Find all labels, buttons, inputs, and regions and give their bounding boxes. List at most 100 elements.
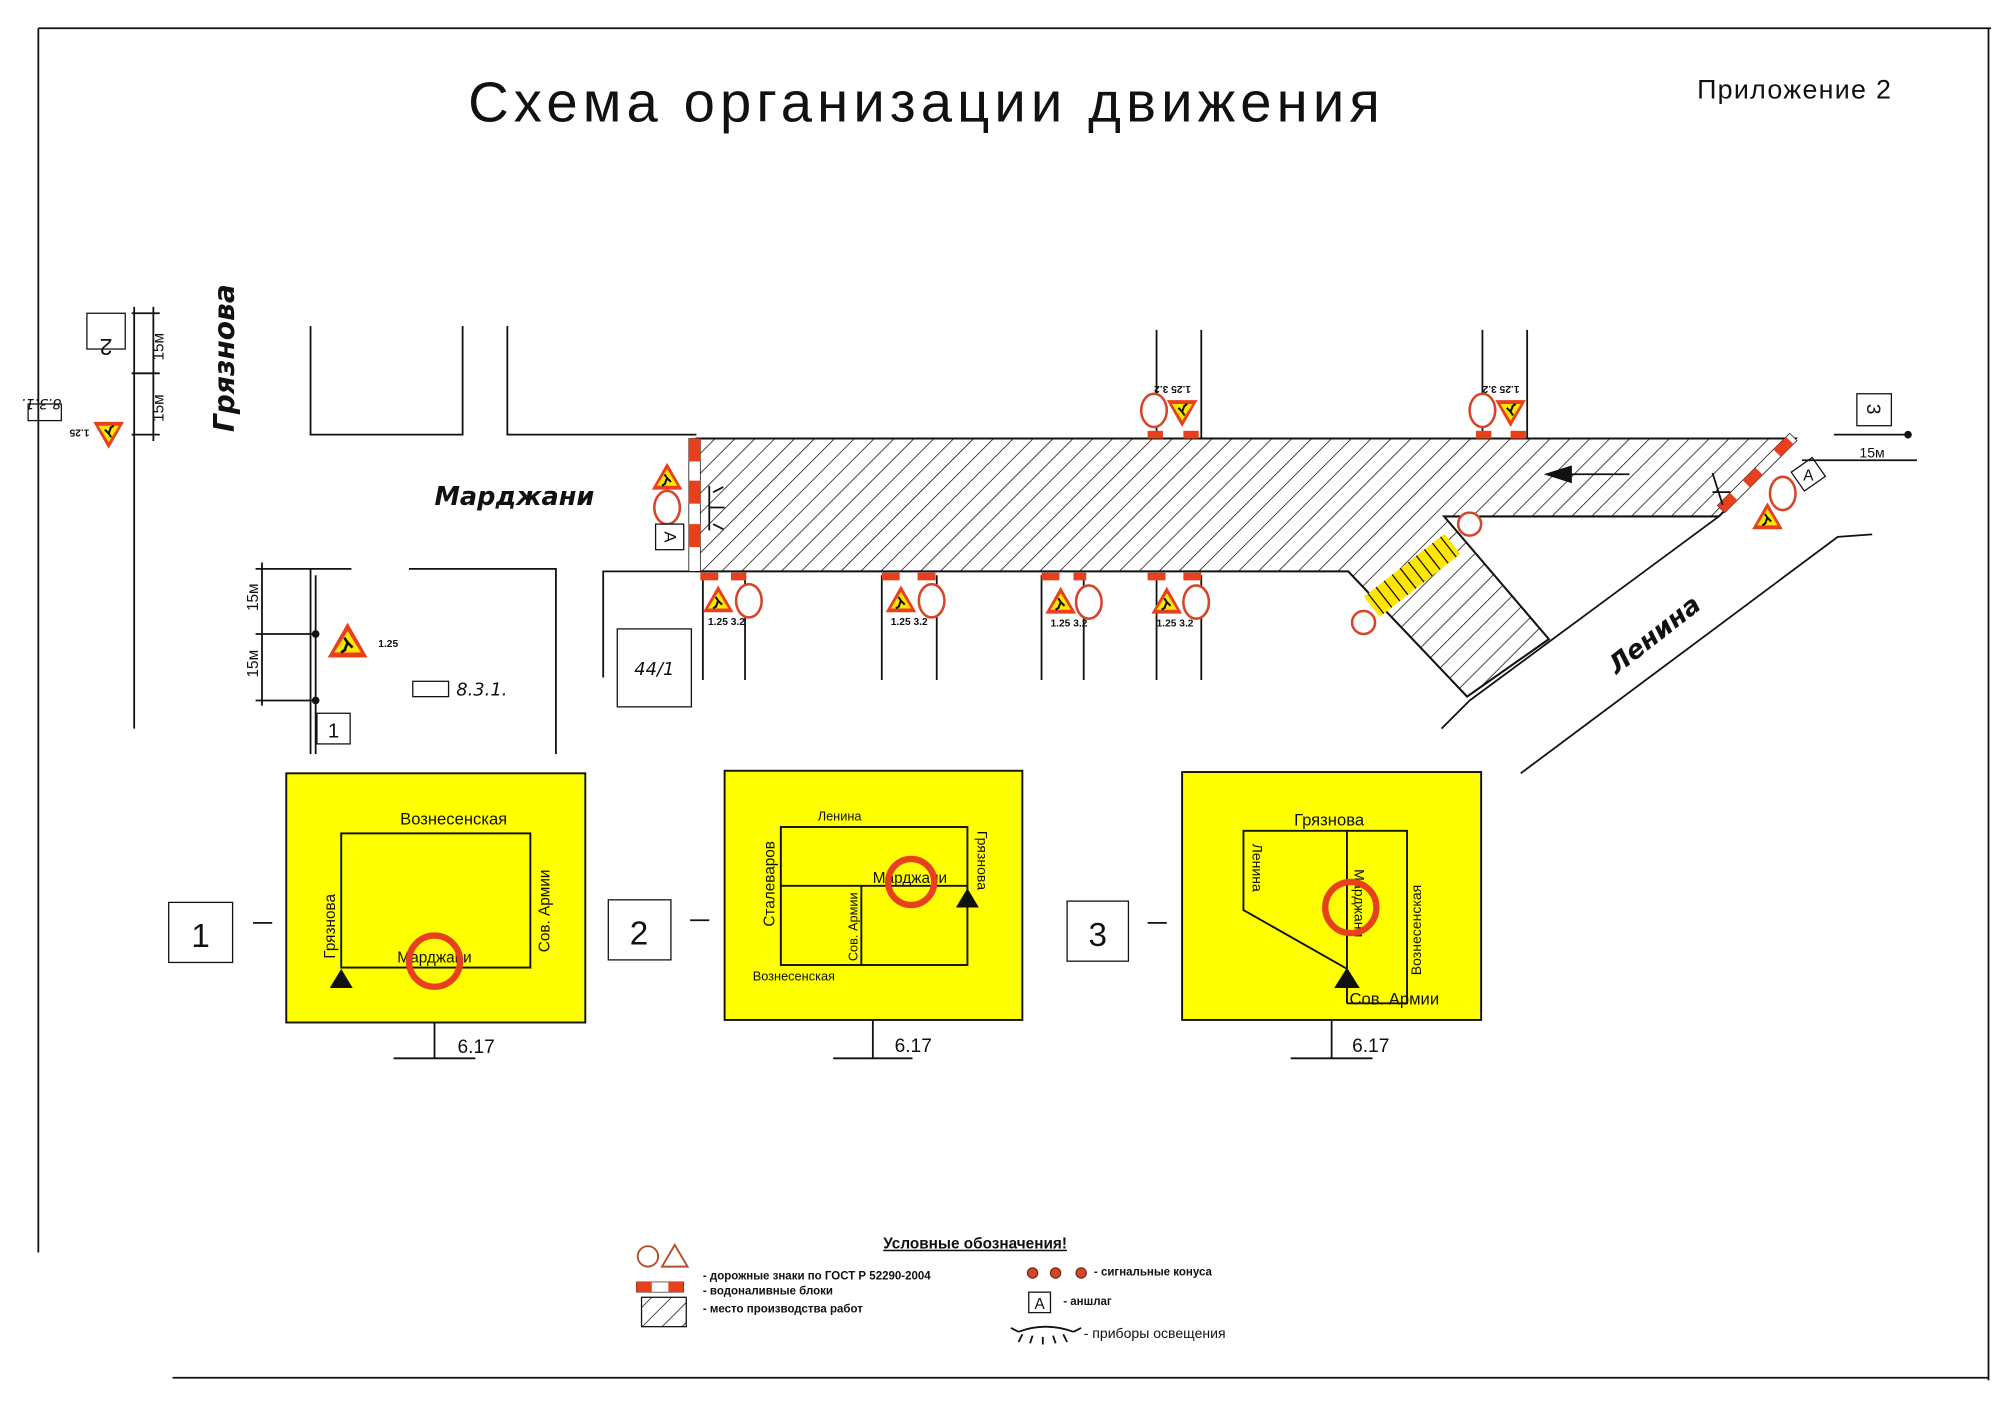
traffic-direction-arrow-icon xyxy=(1543,465,1630,484)
detour-sign-2: 2 Ленина Сталеваров Марджани Сов. Армии … xyxy=(607,769,1024,1060)
legend-label: - приборы освещения xyxy=(1084,1325,1226,1341)
sign-code: 6.17 xyxy=(895,1036,932,1057)
sign-code: 6.17 xyxy=(458,1037,495,1058)
direction-plate-label: 8.3.1. xyxy=(21,395,61,411)
street-label: Сталеваров xyxy=(761,841,778,927)
triangle-sign-icon xyxy=(660,1242,690,1268)
street-label: Ленина xyxy=(1249,844,1265,892)
pedestrian-crossing xyxy=(1363,533,1461,617)
sign-code-label: 1.25 3.2 xyxy=(1050,618,1087,629)
dimension-label: 15м xyxy=(245,583,262,611)
closed-section-ring-icon xyxy=(405,932,464,990)
legend-label: - сигнальные конуса xyxy=(1094,1267,1213,1279)
dimension-label: 15м xyxy=(245,650,262,678)
street-name-gryaznova: Грязнова xyxy=(208,284,241,432)
detour-number: 3 xyxy=(1089,917,1107,954)
dimension-label: 15м xyxy=(151,394,168,422)
building-number: 44/1 xyxy=(634,659,674,680)
location-marker-1-label: 1 xyxy=(328,720,339,743)
location-triangle-icon xyxy=(1334,967,1360,989)
street-label: Ленина xyxy=(818,809,863,824)
sign-code: 6.17 xyxy=(1352,1036,1389,1057)
location-marker-3-label: 3 xyxy=(1862,404,1883,415)
lighting-device-icon xyxy=(1711,472,1731,506)
water-block-icon xyxy=(636,1281,685,1293)
signal-cones-icon xyxy=(1026,1267,1087,1279)
street-name-lenina: Ленина xyxy=(1602,590,1707,681)
closed-section-ring-icon xyxy=(884,855,938,909)
location-triangle-icon xyxy=(955,888,979,908)
road-works-sign-icon xyxy=(884,584,918,614)
legend-label: - дорожные знаки по ГОСТ Р 52290-2004 xyxy=(703,1270,931,1282)
anchor-symbol: A xyxy=(1034,1296,1045,1313)
road-works-sign-icon xyxy=(701,584,735,614)
location-marker-1-map xyxy=(316,712,351,745)
anchor-label: A xyxy=(661,531,680,543)
road-works-sign-icon xyxy=(326,621,369,659)
lighting-device-icon xyxy=(1010,1325,1082,1345)
page-frame xyxy=(37,27,1992,1381)
street-label: Грязнова xyxy=(975,831,991,890)
no-entry-sign-icon xyxy=(1074,584,1103,620)
round-sign-icon xyxy=(636,1245,660,1268)
appendix-label: Приложение 2 xyxy=(1697,75,1892,105)
sign-code-label: 1.25 3.2 xyxy=(1482,383,1519,394)
street-label: Сов. Армии xyxy=(537,870,554,953)
page-title: Схема организации движения xyxy=(468,71,1385,134)
no-entry-sign-icon xyxy=(1768,475,1797,512)
direction-plate-icon xyxy=(412,680,450,698)
sign-code-label: 1.25 3.2 xyxy=(708,617,745,628)
direction-plate-icon xyxy=(27,403,62,422)
legend: Условные обозначения! - дорожные знаки п… xyxy=(636,1236,1226,1345)
road-works-sign-icon xyxy=(1494,399,1527,429)
sign-code-label: 1.25 3.2 xyxy=(1154,383,1191,394)
no-entry-sign-icon xyxy=(1182,584,1211,620)
sign-code-label: 1.25 xyxy=(69,427,89,438)
detour-number: 2 xyxy=(630,916,648,953)
sign-pairs-south: 1.25 3.2 1.25 3.2 1.25 3.2 1.25 3.2 xyxy=(701,582,1211,629)
detour-number: 1 xyxy=(191,918,209,955)
legend-label: - водоналивные блоки xyxy=(703,1286,833,1298)
lighting-device-icon xyxy=(708,485,725,531)
sign-code-label: 1.25 3.2 xyxy=(891,617,928,628)
street-name-mardzhani: Марджани xyxy=(435,482,595,512)
water-filled-barriers xyxy=(688,430,1798,581)
street-label: Грязнова xyxy=(322,894,339,959)
building-outlines xyxy=(309,326,697,755)
road-works-sign-icon xyxy=(1044,585,1078,615)
legend-label: - место производства работ xyxy=(703,1304,863,1316)
sign-code-label: 1.25 xyxy=(378,639,398,650)
anchor-sign-icon xyxy=(654,523,685,551)
legend-title: Условные обозначения! xyxy=(883,1236,1067,1253)
dimension-label: 15м xyxy=(1859,445,1884,461)
no-entry-sign-icon xyxy=(653,489,682,526)
street-label: Марджани xyxy=(397,949,471,966)
location-marker-2-map xyxy=(86,312,126,350)
street-label: Сов. Армии xyxy=(846,892,861,961)
road-works-sign-icon xyxy=(92,420,125,450)
no-entry-sign-icon xyxy=(1468,392,1497,429)
no-entry-sign-icon xyxy=(734,582,763,619)
gryaznova-street: Грязнова 2 15м 15м 1.25 8.3.1. xyxy=(21,284,241,729)
sign-group-west-end: A xyxy=(650,461,725,551)
road-works-sign-icon xyxy=(650,461,684,491)
street-label: Вознесенская xyxy=(1408,885,1424,976)
street-label: Вознесенская xyxy=(753,968,835,983)
location-triangle-icon xyxy=(329,968,353,989)
sign-code-label: 1.25 3.2 xyxy=(1157,618,1194,629)
anchor-sign-icon xyxy=(1028,1291,1052,1314)
sign-group-east-end: A 3 15м xyxy=(1350,393,1917,636)
no-entry-sign-icon xyxy=(917,582,946,619)
work-area-icon xyxy=(640,1296,687,1328)
sign-pairs-north: 1.25 3.2 1.25 3.2 xyxy=(1139,383,1527,429)
street-label: Грязнова xyxy=(1294,811,1365,830)
closed-section-ring-icon xyxy=(1322,878,1380,937)
detour-sign-1: 1 Вознесенская Грязнова Сов. Армии Мардж… xyxy=(168,772,587,1060)
location-marker-3-map xyxy=(1856,393,1893,427)
no-pedestrian-sign-icon xyxy=(1456,511,1483,537)
side-streets xyxy=(701,329,1529,681)
direction-plate-label: 8.3.1. xyxy=(456,679,507,700)
street-label: Вознесенская xyxy=(400,809,507,828)
road-works-sign-icon xyxy=(1165,399,1199,429)
